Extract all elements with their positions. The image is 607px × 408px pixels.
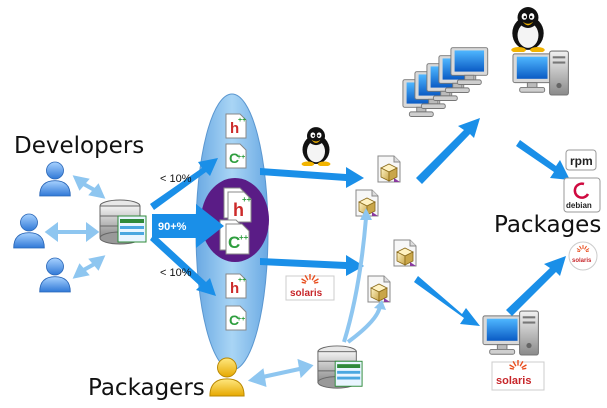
svg-text:h: h	[233, 200, 244, 220]
svg-text:++: ++	[237, 316, 245, 323]
svg-text:h: h	[230, 120, 239, 137]
developers-label: Developers	[14, 133, 144, 159]
svg-text:solaris: solaris	[496, 375, 531, 387]
desktop-computer-icon	[519, 310, 539, 356]
header-file-icon: h ++	[225, 113, 247, 139]
linux-build-farm	[402, 47, 569, 117]
cpp-file-icon: C ++	[219, 219, 250, 255]
desktop-computer-icon	[549, 50, 569, 96]
solaris-logo-icon: solaris	[568, 241, 598, 271]
svg-text:h: h	[230, 280, 239, 297]
svg-text:++: ++	[238, 277, 246, 284]
svg-text:C: C	[228, 233, 240, 252]
solaris-logo-icon: solaris	[491, 360, 545, 391]
packages-label-right: Packages	[494, 212, 601, 238]
svg-text:++: ++	[238, 117, 246, 124]
svg-text:debian: debian	[566, 201, 592, 210]
svg-text:rpm: rpm	[570, 154, 593, 168]
cpp-file-icon: C ++	[225, 143, 247, 169]
middle-share-label: 90+%	[158, 221, 187, 233]
svg-text:++: ++	[237, 154, 245, 161]
svg-text:solaris: solaris	[290, 288, 323, 299]
svg-text:++: ++	[239, 233, 249, 242]
header-file-icon: h ++	[225, 273, 247, 299]
database-server-icon	[99, 199, 147, 245]
package-icon	[377, 155, 401, 183]
distribute-arrows	[414, 118, 480, 326]
build-arrows	[260, 167, 364, 276]
desktop-computer-icon	[512, 53, 552, 93]
linux-penguin-icon	[301, 127, 331, 166]
debian-logo-icon: debian	[563, 177, 601, 213]
linux-penguin-icon	[511, 7, 545, 52]
person-icon	[39, 257, 71, 293]
lower-share-label: < 10%	[160, 267, 192, 279]
header-file-icon: h ++	[223, 187, 252, 223]
solaris-output-arrow	[506, 256, 566, 316]
person-icon	[13, 213, 45, 249]
svg-text:solaris: solaris	[572, 258, 592, 264]
packager-feedback-heads	[360, 208, 386, 310]
solaris-logo-icon: solaris	[285, 274, 335, 301]
dev-sync-arrows	[44, 175, 106, 279]
package-icon	[367, 275, 391, 303]
package-output-arrow	[516, 140, 570, 180]
rpm-logo-icon: rpm	[565, 149, 597, 171]
svg-text:C: C	[229, 150, 239, 166]
packager-sync-arrows	[247, 358, 314, 387]
database-server-icon	[317, 345, 363, 389]
svg-text:C: C	[229, 312, 239, 328]
dev-flow-arrows	[150, 158, 224, 296]
cpp-file-icon: C ++	[225, 305, 247, 331]
svg-text:++: ++	[242, 195, 252, 204]
desktop-computer-icon	[482, 315, 522, 355]
upper-share-label: < 10%	[160, 173, 192, 185]
package-icon	[393, 239, 417, 267]
person-icon	[39, 161, 71, 197]
packagers-label: Packagers	[88, 375, 205, 401]
